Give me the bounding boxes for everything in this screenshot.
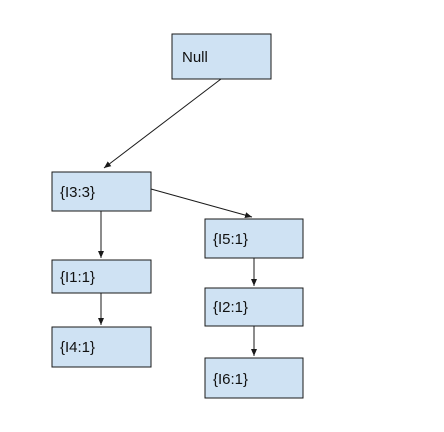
node-i6-label: {I6:1} <box>213 371 248 388</box>
node-null-box <box>171 33 272 80</box>
node-i1-label: {I1:1} <box>60 269 95 286</box>
node-i3: {I3:3} <box>51 171 152 212</box>
node-i6-box <box>204 357 304 399</box>
node-i4: {I4:1} <box>51 326 152 368</box>
node-i5: {I5:1} <box>204 218 304 259</box>
node-i2-label: {I2:1} <box>213 299 248 316</box>
node-i4-label: {I4:1} <box>60 339 95 356</box>
node-i2: {I2:1} <box>204 287 304 327</box>
node-i3-label: {I3:3} <box>60 184 95 201</box>
node-i5-label: {I5:1} <box>213 231 248 248</box>
node-i3-box <box>51 171 152 212</box>
edge-i3-to-i5 <box>150 188 253 219</box>
node-i1: {I1:1} <box>51 259 152 294</box>
node-null-label: Null <box>182 49 208 66</box>
edge-null-to-i3 <box>103 78 222 169</box>
node-i1-box <box>51 259 152 294</box>
node-i2-box <box>204 287 304 327</box>
node-i5-box <box>204 218 304 259</box>
node-i4-box <box>51 326 152 368</box>
node-i6: {I6:1} <box>204 357 304 399</box>
node-null: Null <box>171 33 272 80</box>
edges <box>98 78 257 356</box>
